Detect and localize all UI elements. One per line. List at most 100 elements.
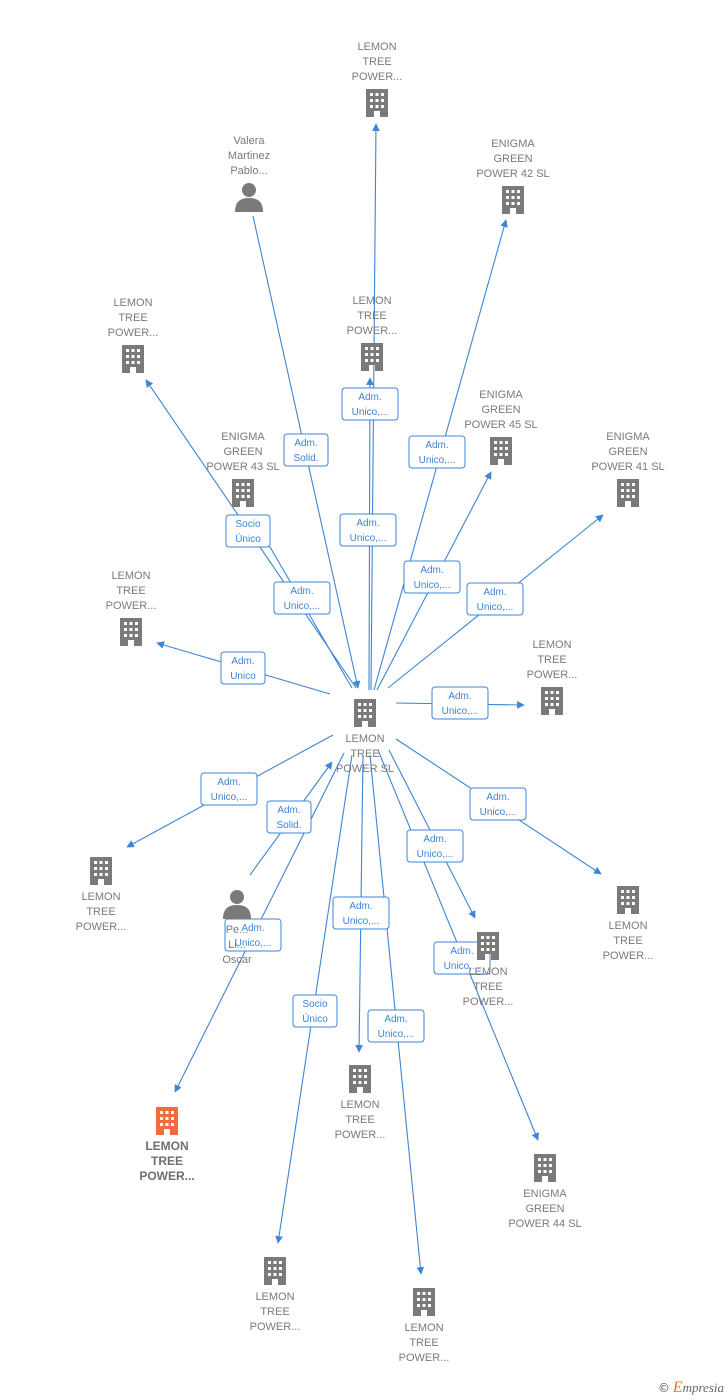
edge-label-box[interactable] bbox=[469, 787, 527, 821]
node-label[interactable]: LEMON bbox=[145, 1139, 188, 1153]
node-label[interactable]: TREE bbox=[116, 585, 145, 597]
edge-label-badge[interactable]: Adm.Solid. bbox=[266, 800, 312, 834]
building-icon[interactable] bbox=[541, 687, 563, 715]
person-icon[interactable] bbox=[223, 890, 251, 919]
edge-label-box[interactable] bbox=[332, 896, 390, 930]
node-n_lt_left2[interactable]: LEMON TREE POWER... bbox=[106, 570, 157, 646]
edge-label-badge[interactable]: Adm.Unico,... bbox=[341, 387, 399, 421]
node-label[interactable]: POWER 41 SL bbox=[591, 461, 664, 473]
edge-label-badge[interactable]: Adm.Unico,... bbox=[469, 787, 527, 821]
building-icon[interactable] bbox=[617, 886, 639, 914]
node-label[interactable]: LEMON bbox=[532, 639, 571, 651]
edge-label-badge[interactable]: Adm.Unico,... bbox=[431, 686, 489, 720]
building-icon[interactable] bbox=[232, 479, 254, 507]
edge-label-badge[interactable]: Adm.Unico,... bbox=[224, 918, 282, 952]
edge-label-box[interactable] bbox=[339, 513, 397, 547]
node-label[interactable]: Martinez bbox=[228, 150, 270, 162]
node-label[interactable]: POWER... bbox=[463, 996, 514, 1008]
building-icon[interactable] bbox=[122, 345, 144, 373]
node-n_lt_right3[interactable]: LEMON TREE POWER... bbox=[463, 932, 514, 1008]
node-label[interactable]: POWER... bbox=[106, 600, 157, 612]
edge-label-badge[interactable]: Adm.Unico,... bbox=[403, 560, 461, 594]
node-label[interactable]: TREE bbox=[473, 981, 502, 993]
node-label[interactable]: LEMON bbox=[81, 891, 120, 903]
node-label[interactable]: TREE bbox=[409, 1337, 438, 1349]
building-icon[interactable] bbox=[413, 1288, 435, 1316]
node-label[interactable]: LEMON bbox=[113, 297, 152, 309]
building-icon[interactable] bbox=[361, 343, 383, 371]
building-icon[interactable] bbox=[354, 699, 376, 727]
node-n_pe[interactable]: Pe...Li...Oscar bbox=[222, 890, 252, 966]
edge-label-box[interactable] bbox=[406, 829, 464, 863]
building-icon[interactable] bbox=[366, 89, 388, 117]
building-icon[interactable] bbox=[156, 1107, 178, 1135]
node-label[interactable]: LEMON bbox=[468, 966, 507, 978]
node-label[interactable]: ENIGMA bbox=[221, 431, 265, 443]
edge-label-box[interactable] bbox=[431, 686, 489, 720]
edge-label-box[interactable] bbox=[403, 560, 461, 594]
edge-label-box[interactable] bbox=[225, 514, 271, 548]
node-label[interactable]: GREEN bbox=[481, 404, 520, 416]
node-n_eg41[interactable]: ENIGMA GREEN POWER 41 SL bbox=[591, 431, 665, 507]
node-label[interactable]: POWER... bbox=[139, 1169, 194, 1183]
edge-label-badge[interactable]: Adm.Unico,... bbox=[273, 581, 331, 615]
node-n_lt_hl[interactable]: LEMONTREEPOWER... bbox=[139, 1107, 195, 1183]
building-icon[interactable] bbox=[349, 1065, 371, 1093]
node-label[interactable]: Li... bbox=[228, 939, 246, 951]
edge-label-box[interactable] bbox=[433, 941, 491, 975]
node-label[interactable]: ENIGMA bbox=[491, 138, 535, 150]
node-label[interactable]: POWER... bbox=[347, 325, 398, 337]
node-label[interactable]: POWER... bbox=[250, 1321, 301, 1333]
node-n_lt_bmid[interactable]: LEMONTREEPOWER... bbox=[335, 1065, 386, 1141]
node-label[interactable]: LEMON bbox=[111, 570, 150, 582]
person-icon[interactable] bbox=[235, 183, 263, 212]
node-label[interactable]: POWER... bbox=[399, 1352, 450, 1364]
edge-label-badge[interactable]: Adm.Unico,... bbox=[466, 582, 524, 616]
edge-label-box[interactable] bbox=[283, 433, 329, 467]
edge-label-badge[interactable]: Adm.Solid. bbox=[283, 433, 329, 467]
node-n_lt_left1[interactable]: LEMON TREE POWER... bbox=[108, 297, 159, 373]
node-label[interactable]: LEMON bbox=[255, 1291, 294, 1303]
node-label[interactable]: ENIGMA bbox=[523, 1188, 567, 1200]
node-label[interactable]: Pablo... bbox=[230, 165, 267, 177]
node-label[interactable]: LEMON bbox=[345, 733, 384, 745]
node-label[interactable]: GREEN bbox=[608, 446, 647, 458]
node-label[interactable]: TREE bbox=[118, 312, 147, 324]
edge-label-box[interactable] bbox=[224, 918, 282, 952]
edge-label-box[interactable] bbox=[408, 435, 466, 469]
node-label[interactable]: TREE bbox=[260, 1306, 289, 1318]
building-icon[interactable] bbox=[120, 618, 142, 646]
edge-label-badge[interactable]: Adm.Unico,... bbox=[406, 829, 464, 863]
node-n_lt_b1[interactable]: LEMON TREE POWER... bbox=[250, 1257, 301, 1333]
building-icon[interactable] bbox=[490, 437, 512, 465]
node-label[interactable]: ENIGMA bbox=[606, 431, 650, 443]
edge-label-badge[interactable]: Adm.Unico,... bbox=[433, 941, 491, 975]
node-label[interactable]: TREE bbox=[362, 56, 391, 68]
edge-label-box[interactable] bbox=[367, 1009, 425, 1043]
node-n_lt_mid[interactable]: LEMONTREEPOWER... bbox=[347, 295, 398, 371]
node-n_lt_right2[interactable]: LEMONTREEPOWER... bbox=[603, 886, 654, 962]
node-n_valera[interactable]: ValeraMartinezPablo... bbox=[228, 135, 270, 212]
edge-label-badge[interactable]: Adm.Unico,... bbox=[408, 435, 466, 469]
node-n_lt_left3[interactable]: LEMON TREE POWER... bbox=[76, 857, 127, 933]
node-label[interactable]: POWER 45 SL bbox=[464, 419, 537, 431]
building-icon[interactable] bbox=[617, 479, 639, 507]
node-label[interactable]: GREEN bbox=[525, 1203, 564, 1215]
node-label[interactable]: TREE bbox=[86, 906, 115, 918]
node-label[interactable]: POWER... bbox=[603, 950, 654, 962]
node-label[interactable]: LEMON bbox=[352, 295, 391, 307]
edge-label-box[interactable] bbox=[200, 772, 258, 806]
node-label[interactable]: POWER 42 SL bbox=[476, 168, 549, 180]
node-label[interactable]: POWER... bbox=[335, 1129, 386, 1141]
node-label[interactable]: POWER... bbox=[76, 921, 127, 933]
node-label[interactable]: TREE bbox=[613, 935, 642, 947]
node-label[interactable]: TREE bbox=[151, 1154, 183, 1168]
building-icon[interactable] bbox=[534, 1154, 556, 1182]
edge-label-box[interactable] bbox=[273, 581, 331, 615]
building-icon[interactable] bbox=[502, 186, 524, 214]
node-label[interactable]: POWER 43 SL bbox=[206, 461, 279, 473]
node-label[interactable]: POWER... bbox=[108, 327, 159, 339]
